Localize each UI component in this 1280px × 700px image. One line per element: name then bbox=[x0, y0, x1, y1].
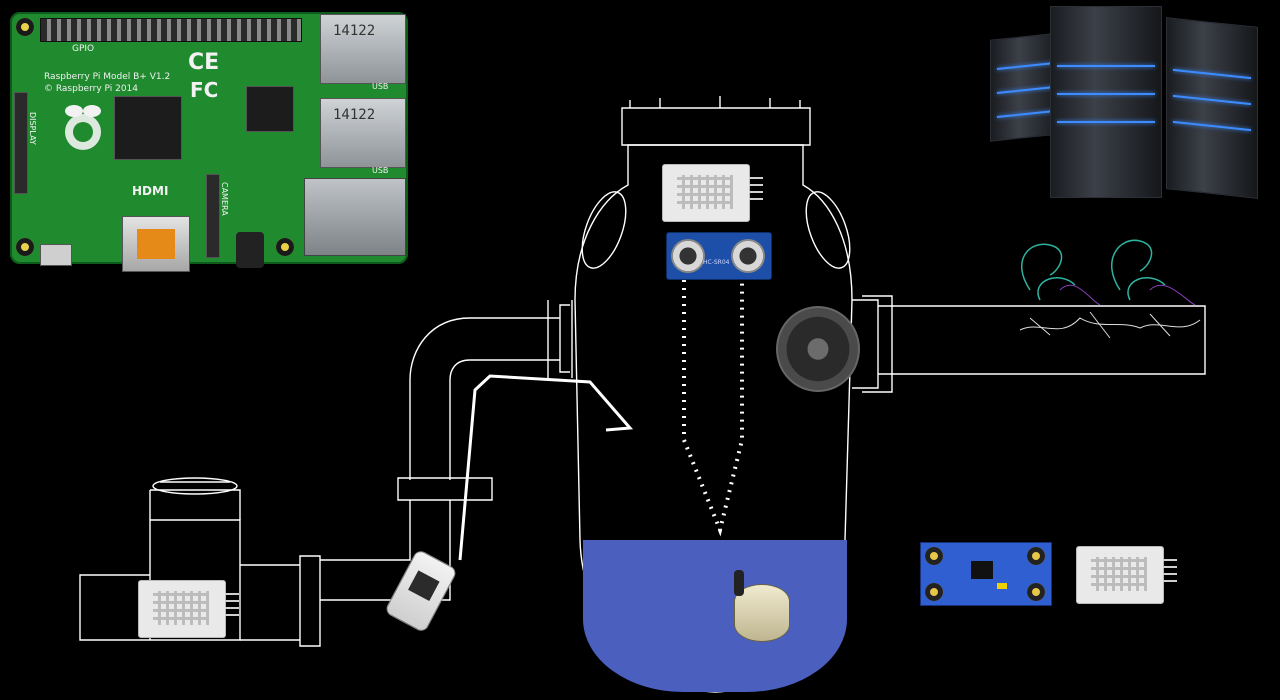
usb-label: USB bbox=[372, 82, 389, 91]
raspberry-pi-board: GPIO Raspberry Pi Model B+ V1.2 © Raspbe… bbox=[10, 12, 408, 272]
blower-fan bbox=[776, 306, 860, 392]
ultrasonic-distance-sensor: HC-SR04 bbox=[666, 232, 772, 280]
board-copyright-text: © Raspberry Pi 2014 bbox=[44, 84, 139, 94]
plant-sketch bbox=[1020, 239, 1166, 301]
board-model-text: Raspberry Pi Model B+ V1.2 bbox=[44, 72, 171, 82]
server-rack-icon bbox=[986, 6, 1272, 200]
mount-hole bbox=[276, 238, 294, 256]
fc-mark: FC bbox=[190, 78, 219, 102]
server-unit bbox=[1050, 6, 1162, 198]
mist-maker-cable bbox=[734, 570, 744, 596]
hdmi-label: HDMI bbox=[132, 184, 169, 198]
soc-chip bbox=[114, 96, 182, 160]
camera-label: CAMERA bbox=[220, 182, 229, 216]
light-sensor-module bbox=[920, 542, 1052, 606]
lan-chip bbox=[246, 86, 294, 132]
pipe-coupling bbox=[397, 477, 493, 501]
usb-code: 14122 bbox=[333, 107, 376, 123]
water-reservoir bbox=[583, 540, 847, 692]
mount-hole bbox=[16, 238, 34, 256]
tee-pipe bbox=[79, 519, 241, 641]
ethernet-port bbox=[304, 178, 406, 256]
pipe-joint bbox=[299, 555, 321, 647]
plant-roots bbox=[1019, 317, 1201, 331]
gpio-header bbox=[40, 18, 302, 42]
usb-label: USB bbox=[372, 166, 389, 175]
sensor-model-text: HC-SR04 bbox=[703, 259, 730, 266]
sensor-wire bbox=[458, 374, 634, 561]
usb-port: 14122 bbox=[320, 98, 406, 168]
tank-lid bbox=[621, 107, 811, 146]
plant-leaves bbox=[1059, 284, 1196, 306]
audio-jack bbox=[236, 232, 264, 268]
camera-connector bbox=[206, 174, 220, 258]
usb-port: 14122 bbox=[320, 14, 406, 84]
mount-hole bbox=[16, 18, 34, 36]
tee-pipe-cap bbox=[152, 477, 238, 495]
micro-usb-port bbox=[40, 244, 72, 266]
hdmi-port bbox=[122, 216, 190, 272]
tank-handle-left bbox=[581, 191, 627, 269]
dht-sensor bbox=[662, 164, 763, 222]
display-label: DISPLAY bbox=[28, 112, 37, 145]
display-connector bbox=[14, 92, 28, 194]
transducer-icon bbox=[671, 239, 705, 273]
dht-sensor bbox=[1076, 546, 1177, 604]
ce-mark: CE bbox=[188, 50, 220, 75]
usb-code: 14122 bbox=[333, 23, 376, 39]
ultrasonic-beam bbox=[682, 280, 744, 537]
dht-sensor bbox=[138, 580, 239, 638]
gpio-label: GPIO bbox=[72, 44, 95, 54]
inlet-pipe-elbow bbox=[409, 304, 570, 480]
raspberry-logo-icon bbox=[60, 102, 106, 154]
transducer-icon bbox=[731, 239, 765, 273]
tank-handle-right bbox=[805, 191, 851, 269]
outlet-pipe bbox=[852, 299, 1206, 389]
